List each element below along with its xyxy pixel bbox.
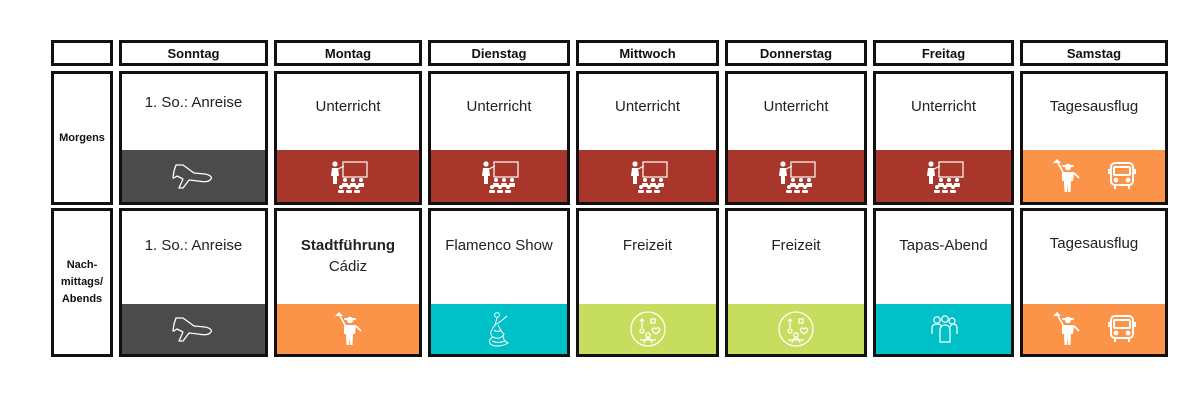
activity-cell: Unterricht [873, 71, 1014, 205]
activity-cell: Tapas-Abend [873, 208, 1014, 357]
day-header: Mittwoch [576, 40, 719, 66]
activity-title: Freizeit [771, 237, 821, 254]
flamenco-dancer-icon [483, 310, 515, 348]
activity-title: Unterricht [315, 98, 381, 115]
activity-title: Tapas-Abend [899, 237, 988, 254]
category-band-class [728, 150, 864, 202]
tour-guide-icon [1051, 312, 1081, 346]
activity-text: Freizeit [579, 235, 716, 256]
header-corner-cell [51, 40, 113, 66]
category-band-excursion [277, 304, 419, 354]
activity-text: Unterricht [431, 96, 567, 117]
row-label-text: Morgens [59, 131, 105, 144]
activity-title: Unterricht [614, 98, 681, 115]
day-header: Montag [274, 40, 422, 66]
activity-title: Freizeit [622, 237, 673, 254]
day-header: Dienstag [428, 40, 570, 66]
activity-text: Unterricht [728, 96, 864, 117]
tour-guide-icon [333, 312, 363, 346]
category-band-class [431, 150, 567, 202]
activity-text: Flamenco Show [431, 235, 567, 256]
row-label-text: Nach- mittags/ Abends [60, 259, 104, 305]
activity-cell: Unterricht [428, 71, 570, 205]
category-band-culture [876, 304, 1011, 354]
airplane-icon [171, 159, 216, 193]
category-band-free [728, 304, 864, 354]
activity-title: Unterricht [763, 98, 829, 115]
category-band-excursion [1023, 304, 1165, 354]
activity-cell: Tagesausflug [1020, 71, 1168, 205]
category-band-free [579, 304, 716, 354]
activity-cell: Flamenco Show [428, 208, 570, 357]
classroom-icon [477, 159, 521, 193]
activity-text: 1. So.: Anreise [122, 235, 265, 256]
airplane-icon [171, 312, 216, 346]
activity-text: Unterricht [876, 96, 1011, 117]
row-label: Nach- mittags/ Abends [51, 208, 113, 357]
category-band-excursion [1023, 150, 1165, 202]
activity-cell: Unterricht [576, 71, 719, 205]
activity-title: Tagesausflug [1049, 235, 1139, 252]
activity-title: Unterricht [910, 98, 977, 115]
activity-cell: Freizeit [725, 208, 867, 357]
free-time-icon [629, 310, 667, 348]
activity-title: 1. So.: Anreise [144, 237, 243, 254]
activity-title: Tagesausflug [1049, 98, 1139, 115]
day-header: Sonntag [119, 40, 268, 66]
activity-text: Unterricht [579, 96, 716, 117]
activity-text: 1. So.: Anreise [122, 92, 265, 113]
day-header: Freitag [873, 40, 1014, 66]
activity-title: Flamenco Show [445, 237, 553, 254]
category-band-culture [431, 304, 567, 354]
activity-text: Unterricht [277, 96, 419, 117]
classroom-icon [326, 159, 370, 193]
category-band-travel [122, 150, 265, 202]
bus-icon [1107, 160, 1137, 192]
free-time-icon [777, 310, 815, 348]
activity-text: Tapas-Abend [876, 235, 1011, 256]
bus-icon [1107, 313, 1137, 345]
activity-cell: Unterricht [725, 71, 867, 205]
classroom-icon [626, 159, 670, 193]
activity-title: Stadtführung [300, 237, 396, 254]
tour-guide-icon [1051, 159, 1081, 193]
activity-cell: 1. So.: Anreise [119, 71, 268, 205]
classroom-icon [774, 159, 818, 193]
activity-text: Tagesausflug [1023, 96, 1165, 117]
activity-title: 1. So.: Anreise [144, 94, 243, 111]
day-header: Donnerstag [725, 40, 867, 66]
activity-text: Freizeit [728, 235, 864, 256]
category-band-class [876, 150, 1011, 202]
activity-cell: Tagesausflug [1020, 208, 1168, 357]
classroom-icon [922, 159, 966, 193]
activity-cell: Unterricht [274, 71, 422, 205]
category-band-class [579, 150, 716, 202]
activity-title: Unterricht [466, 98, 532, 115]
day-header: Samstag [1020, 40, 1168, 66]
activity-cell: 1. So.: Anreise [119, 208, 268, 357]
activity-cell: Freizeit [576, 208, 719, 357]
activity-text: Tagesausflug [1023, 233, 1165, 254]
category-band-class [277, 150, 419, 202]
activity-subtitle: Cádiz [328, 258, 368, 275]
row-label: Morgens [51, 71, 113, 205]
group-people-icon [929, 314, 959, 344]
category-band-travel [122, 304, 265, 354]
